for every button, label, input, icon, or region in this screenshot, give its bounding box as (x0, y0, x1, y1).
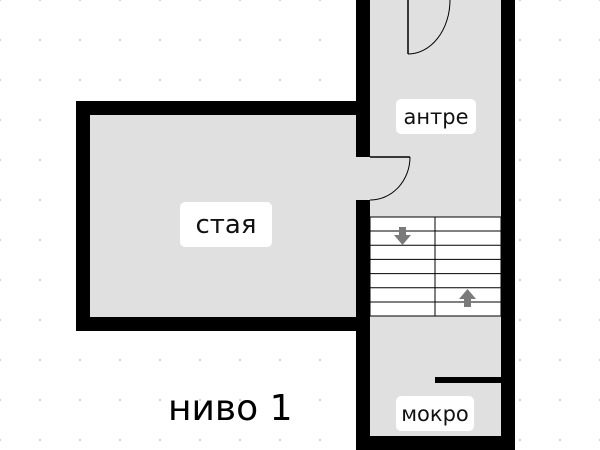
room-label: стая (180, 202, 272, 247)
hall-label: антре (396, 99, 476, 134)
door-swing (369, 156, 411, 201)
doorway (356, 157, 371, 200)
arrow-down-icon (394, 227, 411, 245)
entrance-doorway (408, 0, 450, 10)
stairs (369, 216, 502, 317)
arrow-up-icon (459, 289, 476, 307)
bathroom-partition (435, 377, 503, 383)
room-floor (76, 101, 370, 331)
level-label: ниво 1 (168, 388, 293, 429)
entrance-door-swing (407, 0, 451, 55)
bathroom-label: мокро (396, 396, 474, 431)
